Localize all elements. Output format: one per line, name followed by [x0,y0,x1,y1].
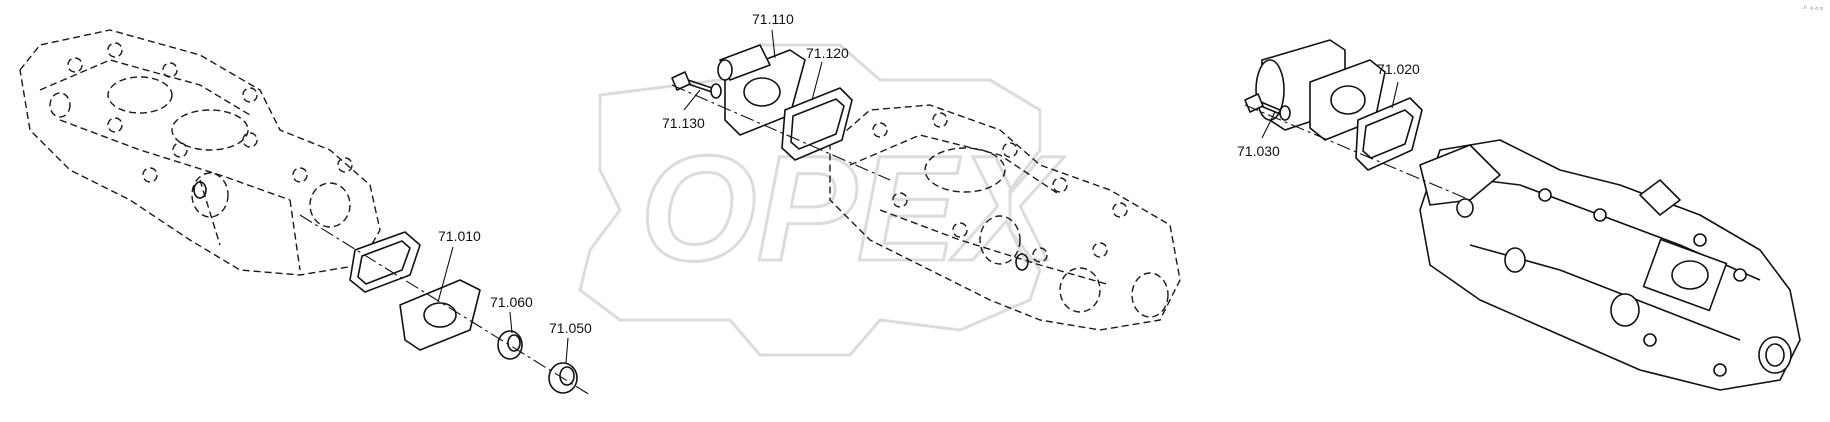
part-labels: 71.110 71.120 71.130 71.020 71.030 71.01… [437,11,1420,364]
bolt-71-130 [671,71,691,91]
gasket-71-120 [781,87,853,161]
right-parts [1244,39,1471,201]
label-71-120: 71.120 [806,45,849,61]
label-71-030: 71.030 [1237,143,1280,159]
gasket-71-010 [349,231,421,293]
label-71-130: 71.130 [662,115,705,131]
watermark-logo: OPEX [578,43,1066,357]
corner-mark: ·⁰ ∘∘∘ [1800,4,1824,13]
left-parts [299,214,591,396]
watermark-text: OPEX [640,124,1065,292]
label-71-060: 71.060 [490,294,533,310]
label-71-010: 71.010 [438,228,481,244]
middle-parts [671,44,891,181]
right-housing [1419,139,1801,391]
middle-housing [829,104,1181,331]
gasket-71-020 [1355,97,1423,171]
left-housing [19,29,381,276]
label-71-110: 71.110 [752,11,794,27]
label-71-020: 71.020 [1377,61,1420,77]
label-71-050: 71.050 [549,320,592,336]
